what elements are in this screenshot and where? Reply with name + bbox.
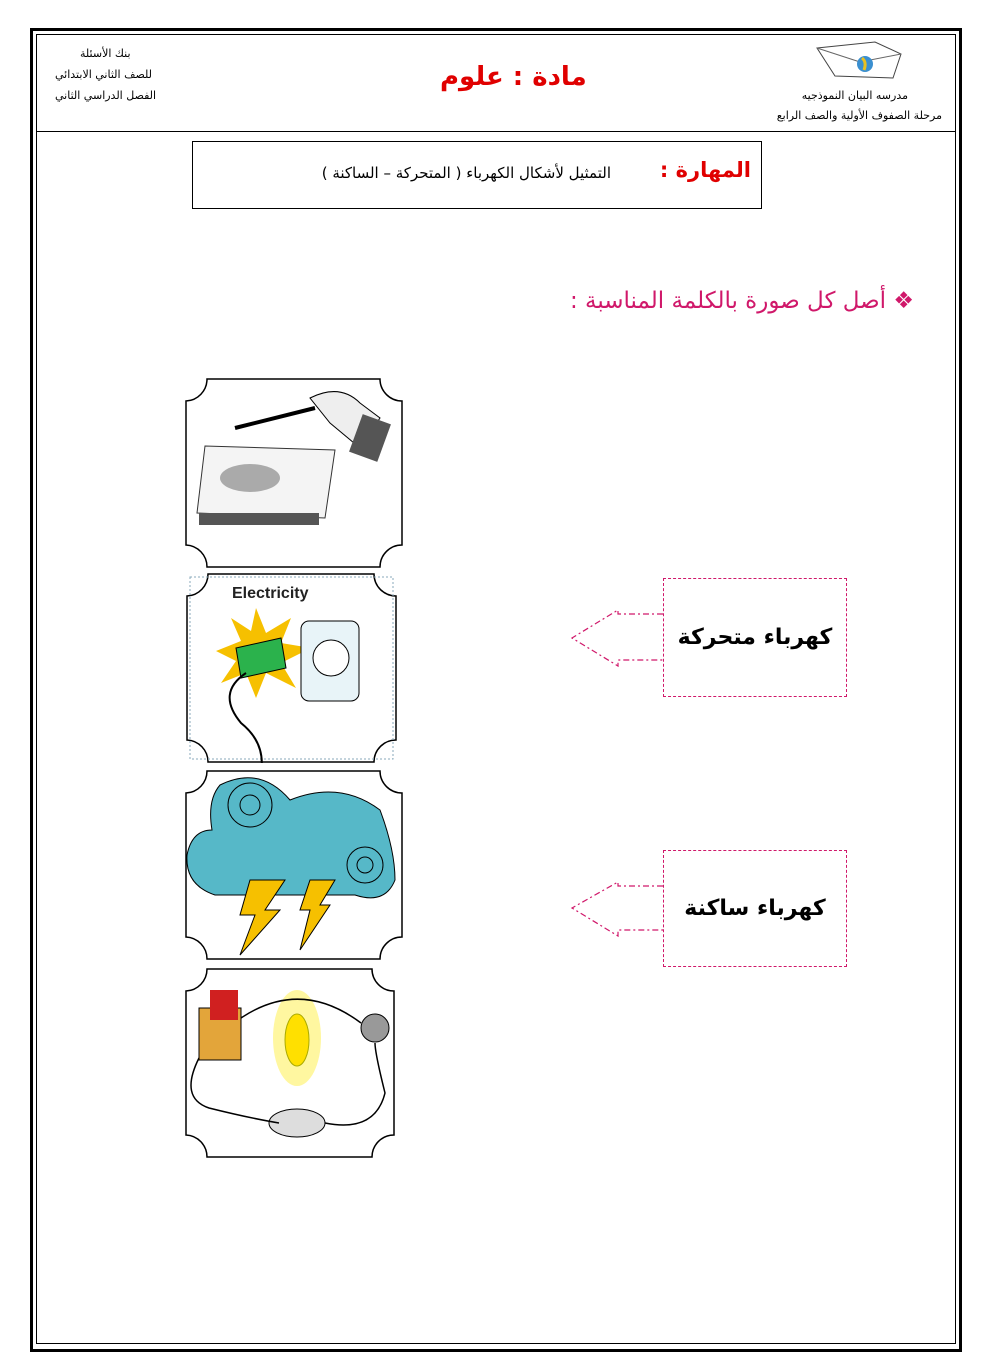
- school-logo: [816, 41, 902, 79]
- image-card-electricity[interactable]: Electricity: [186, 573, 397, 763]
- page-border-inner: [36, 34, 956, 1344]
- school-stage: مرحلة الصفوف الأولية والصف الرابع: [776, 109, 942, 122]
- header-left-line-1: بنك الأسئلة: [80, 47, 131, 60]
- skill-text: التمثيل لأشكال الكهرباء ( المتحركة – الس…: [321, 164, 611, 182]
- instruction: ❖ أصل كل صورة بالكلمة المناسبة :: [569, 288, 914, 314]
- image-card-rubbing[interactable]: [185, 378, 403, 568]
- image-card-cloud-lightning[interactable]: [185, 770, 403, 960]
- skill-label: المهارة :: [659, 158, 751, 182]
- arrow-left-icon: [570, 608, 663, 668]
- arrow-left-icon: [570, 880, 663, 938]
- skill-box: المهارة : التمثيل لأشكال الكهرباء ( المت…: [192, 141, 762, 209]
- header-left-line-3: الفصل الدراسي الثاني: [55, 89, 157, 102]
- answer-box-static-electricity[interactable]: كهرباء ساكنة: [663, 850, 847, 967]
- header-divider: [36, 131, 956, 132]
- answer-box-moving-electricity[interactable]: كهرباء متحركة: [663, 578, 847, 697]
- page-border: [30, 28, 962, 1352]
- image-card-circuit[interactable]: [185, 968, 395, 1158]
- subject-title: مادة : علوم: [440, 62, 587, 92]
- header-left-line-2: للصف الثاني الابتدائي: [55, 68, 152, 81]
- school-name: مدرسه البيان النموذجيه: [801, 89, 908, 102]
- electricity-caption: Electricity: [232, 585, 309, 602]
